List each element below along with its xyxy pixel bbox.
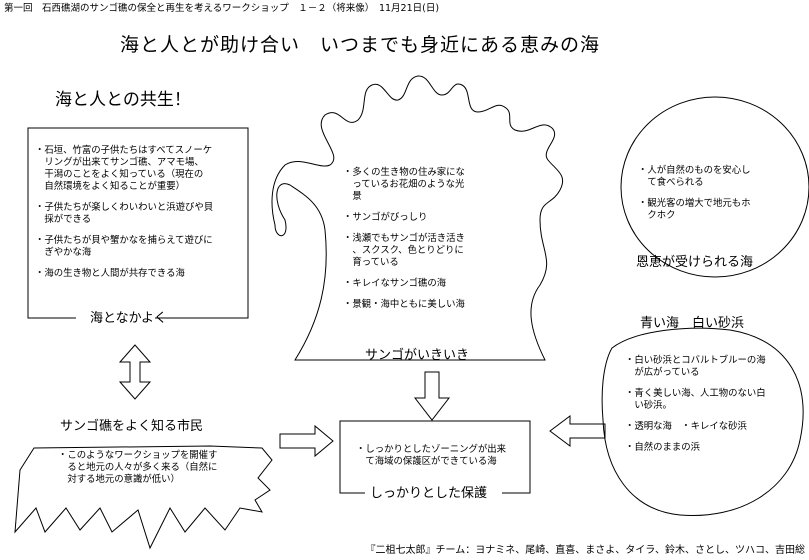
list-item: ・石垣、竹富の子供たちはすべてスノーケ リングが出来てサンゴ礁、アマモ場、 干潟…: [35, 145, 213, 193]
umi-to-naka-yoku-list: ・石垣、竹富の子供たちはすべてスノーケ リングが出来てサンゴ礁、アマモ場、 干潟…: [35, 145, 213, 289]
double-arrow-vertical-icon: [118, 344, 152, 400]
onkei-title: 恩恵が受けられる海: [636, 255, 754, 270]
list-item: ・サンゴがびっしり: [343, 212, 428, 224]
kyousei-label: 海と人との共生！: [55, 90, 191, 110]
shimin-title: サンゴ礁をよく知る市民: [60, 419, 204, 434]
list-item: ・浅瀬でもサンゴが活き活き 、スクスク、色とりどりに 育っている: [343, 233, 465, 269]
hogo-frame: [339, 420, 531, 494]
onkei-circle: [620, 96, 809, 278]
main-title: 海と人とが助け合い いつまでも身近にある恵みの海: [120, 34, 601, 56]
list-item: ・多くの生き物の住み家にな っているお花畑のような光 景: [343, 167, 465, 203]
team-footer: 『二柤七太郎』チーム：ヨナミネ、尾崎、直喜、まさよ、タイラ、鈴木、さとし、ツハコ…: [365, 544, 806, 556]
list-item: ・人が自然のものを安心し て食べられる: [638, 165, 751, 189]
list-item: ・子供たちが貝や蟹かなを捕らえて遊びに ぎやかな海: [35, 235, 213, 259]
header-line: 第一回 石西礁湖のサンゴ礁の保全と再生を考えるワークショップ １－２（将来像） …: [4, 3, 440, 14]
down-arrow-icon: [413, 371, 451, 421]
list-item: ・観光客の増大で地元もホ クホク: [638, 198, 751, 222]
list-item: ・青く美しい海、人工物のない白 い砂浜。: [625, 388, 766, 412]
list-item: ・子供たちが楽しくわいわいと浜遊びや貝 採ができる: [35, 202, 214, 226]
list-item: ・海の生き物と人間が共存できる海: [35, 268, 185, 280]
list-item: ・しっかりとしたゾーニングが出来 て海域の保護区ができている海: [356, 444, 507, 468]
right-arrow-icon: [279, 424, 334, 458]
coral-outline: [271, 75, 564, 361]
aoi-umi-list: ・白い砂浜とコバルトブルーの海 が広がっている ・青く美しい海、人工物のない白 …: [625, 355, 766, 463]
umi-to-naka-yoku-title: 海となかよく: [90, 311, 167, 326]
aoi-umi-title: 青い海 白い砂浜: [640, 316, 745, 331]
list-item: ・白い砂浜とコバルトブルーの海 が広がっている: [625, 355, 766, 379]
list-item: ・透明な海 ・キレイな砂浜: [625, 421, 747, 433]
umi-to-naka-yoku-frame: [27, 127, 249, 319]
list-item: ・景観・海中ともに美しい海: [343, 299, 465, 311]
left-arrow-icon: [549, 415, 606, 447]
hogo-list: ・しっかりとしたゾーニングが出来 て海域の保護区ができている海: [356, 444, 506, 477]
onkei-list: ・人が自然のものを安心し て食べられる ・観光客の増大で地元もホ クホク: [638, 165, 751, 231]
hogo-title: しっかりとした保護: [370, 486, 488, 501]
list-item: ・このようなワークショップを開催す ると地元の人々が多く来る（自然に 対する地元…: [58, 450, 218, 486]
shimin-spiky-frame: [14, 445, 273, 550]
sango-ikiiki-title: サンゴがいきいき: [365, 348, 470, 363]
list-item: ・キレイなサンゴ礁の海: [343, 278, 447, 290]
shimin-list: ・このようなワークショップを開催す ると地元の人々が多く来る（自然に 対する地元…: [58, 450, 217, 495]
list-item: ・自然のままの浜: [625, 442, 701, 454]
sango-ikiiki-list: ・多くの生き物の住み家にな っているお花畑のような光 景 ・サンゴがびっしり ・…: [343, 167, 465, 320]
aoi-umi-ellipse: [601, 327, 804, 517]
